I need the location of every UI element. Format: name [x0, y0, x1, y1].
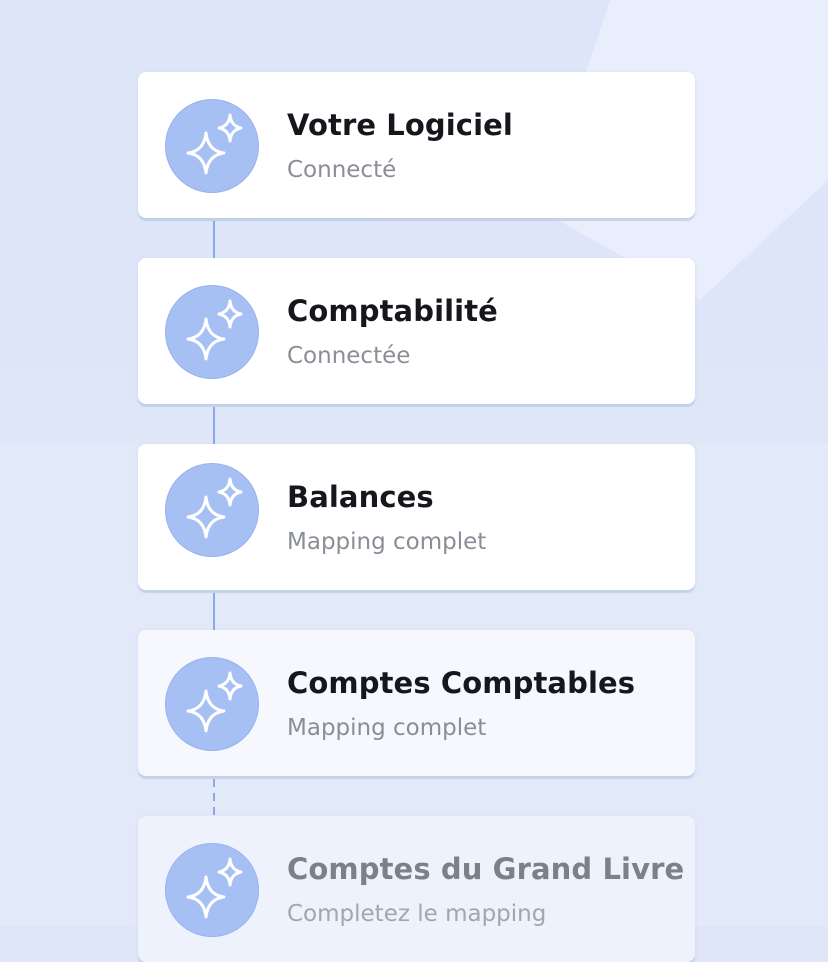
step-card-comptes-comptables[interactable]: Comptes Comptables Mapping complet — [138, 630, 695, 776]
step-connector — [213, 407, 215, 444]
sparkle-icon — [186, 299, 243, 361]
step-icon-badge — [165, 843, 259, 937]
step-card-votre-logiciel[interactable]: Votre Logiciel Connecté — [138, 72, 695, 218]
step-title: Votre Logiciel — [287, 108, 513, 142]
sparkle-icon — [186, 477, 243, 539]
step-status: Mapping complet — [287, 529, 487, 555]
step-title: Comptes du Grand Livre — [287, 852, 685, 886]
step-title: Comptes Comptables — [287, 666, 636, 700]
step-status: Connectée — [287, 343, 411, 369]
step-status: Connecté — [287, 157, 397, 183]
step-card-comptabilite[interactable]: Comptabilité Connectée — [138, 258, 695, 404]
step-icon-badge — [165, 463, 259, 557]
step-icon-badge — [165, 285, 259, 379]
step-icon-badge — [165, 657, 259, 751]
step-title: Balances — [287, 480, 434, 514]
step-connector — [213, 221, 215, 258]
sparkle-icon — [186, 857, 243, 919]
sparkle-icon — [186, 671, 243, 733]
step-connector-pending — [213, 779, 215, 816]
onboarding-steps-timeline: Votre Logiciel Connecté Comptabilité Con… — [138, 72, 695, 962]
step-status: Mapping complet — [287, 715, 487, 741]
sparkle-icon — [186, 113, 243, 175]
step-connector — [213, 593, 215, 630]
step-card-balances[interactable]: Balances Mapping complet — [138, 444, 695, 590]
step-icon-badge — [165, 99, 259, 193]
step-status: Completez le mapping — [287, 901, 547, 927]
step-title: Comptabilité — [287, 294, 498, 328]
step-card-comptes-du-grand-livre[interactable]: Comptes du Grand Livre Completez le mapp… — [138, 816, 695, 962]
